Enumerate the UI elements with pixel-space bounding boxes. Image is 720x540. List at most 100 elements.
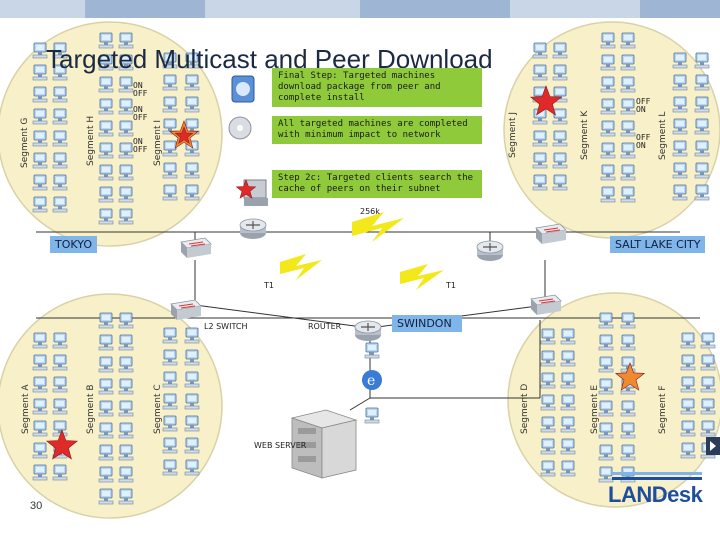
computer-icon — [672, 118, 688, 135]
computer-icon — [680, 442, 696, 459]
on-label: ON — [133, 105, 143, 114]
computer-icon — [532, 130, 548, 147]
computer-icon — [694, 96, 710, 113]
segment-label-h: Segment H — [86, 115, 96, 166]
computer-icon — [700, 420, 716, 437]
computer-icon — [694, 184, 710, 201]
computer-icon — [532, 42, 548, 59]
callout-final-step: Final Step: Targeted machines download p… — [272, 68, 482, 107]
computer-icon — [162, 459, 178, 476]
segment-label-a: Segment A — [21, 384, 31, 434]
computer-icon — [118, 186, 134, 203]
computer-icon — [598, 444, 614, 461]
target-star-icon — [45, 429, 79, 460]
computer-icon — [98, 164, 114, 181]
computer-icon — [32, 354, 48, 371]
computer-icon — [552, 108, 568, 125]
computer-icon — [184, 437, 200, 454]
computer-icon — [32, 152, 48, 169]
computer-icon — [560, 394, 576, 411]
l2-switch-icon — [170, 299, 202, 321]
computer-icon — [620, 98, 636, 115]
computer-icon — [672, 140, 688, 157]
computer-icon — [620, 142, 636, 159]
computer-icon — [620, 444, 636, 461]
computer-icon — [560, 460, 576, 477]
computer-icon — [620, 32, 636, 49]
computer-icon — [98, 378, 114, 395]
computer-icon — [532, 64, 548, 81]
computer-icon — [162, 415, 178, 432]
computer-icon — [98, 422, 114, 439]
computer-icon — [162, 162, 178, 179]
computer-icon — [694, 162, 710, 179]
computer-icon — [118, 334, 134, 351]
computer-icon — [620, 312, 636, 329]
computer-icon — [700, 398, 716, 415]
computer-icon — [184, 459, 200, 476]
lightning-icon — [400, 264, 444, 290]
computer-icon — [364, 342, 380, 359]
computer-icon — [680, 332, 696, 349]
web-server-icon — [290, 409, 358, 479]
computer-icon — [680, 354, 696, 371]
computer-icon — [620, 334, 636, 351]
computer-icon — [118, 400, 134, 417]
computer-icon — [52, 196, 68, 213]
computer-icon — [540, 372, 556, 389]
link-label-t1: T1 — [446, 281, 456, 290]
browser-icon: e — [362, 370, 382, 390]
computer-icon — [52, 86, 68, 103]
computer-icon — [32, 332, 48, 349]
computer-icon — [600, 164, 616, 181]
off-label: OFF — [636, 133, 651, 142]
computer-icon — [118, 142, 134, 159]
computer-icon — [598, 466, 614, 483]
computer-icon — [184, 415, 200, 432]
computer-icon — [552, 42, 568, 59]
on-label: ON — [133, 137, 143, 146]
computer-icon — [680, 398, 696, 415]
computer-icon — [540, 460, 556, 477]
link-label-t1: T1 — [264, 281, 274, 290]
next-slide-button[interactable] — [706, 437, 720, 455]
computer-icon — [620, 186, 636, 203]
router-icon — [354, 320, 382, 342]
computer-icon — [560, 438, 576, 455]
lightning-icon — [280, 254, 322, 280]
computer-icon — [620, 120, 636, 137]
computer-icon — [118, 444, 134, 461]
lightning-icon — [352, 212, 404, 242]
computer-icon — [98, 488, 114, 505]
computer-icon — [98, 98, 114, 115]
computer-icon — [598, 356, 614, 373]
computer-icon — [98, 444, 114, 461]
site-label-salt-lake-city: SALT LAKE CITY — [610, 236, 706, 253]
computer-icon — [184, 393, 200, 410]
target-star-icon — [235, 179, 257, 199]
computer-icon — [700, 354, 716, 371]
computer-icon — [184, 371, 200, 388]
off-label: OFF — [133, 145, 148, 154]
segment-label-j: Segment J — [508, 111, 518, 158]
computer-icon — [532, 174, 548, 191]
computer-icon — [162, 393, 178, 410]
computer-icon — [98, 120, 114, 137]
computer-icon — [32, 398, 48, 415]
l2-switch-icon — [180, 237, 212, 259]
computer-icon — [600, 54, 616, 71]
on-label: ON — [636, 141, 646, 150]
computer-icon — [694, 140, 710, 157]
computer-icon — [98, 76, 114, 93]
computer-icon — [98, 312, 114, 329]
computer-icon — [184, 327, 200, 344]
computer-icon — [162, 437, 178, 454]
target-star-icon — [529, 85, 563, 116]
computer-icon — [672, 184, 688, 201]
computer-icon — [98, 400, 114, 417]
computer-icon — [32, 64, 48, 81]
computer-icon — [98, 356, 114, 373]
computer-icon — [680, 376, 696, 393]
computer-icon — [552, 130, 568, 147]
